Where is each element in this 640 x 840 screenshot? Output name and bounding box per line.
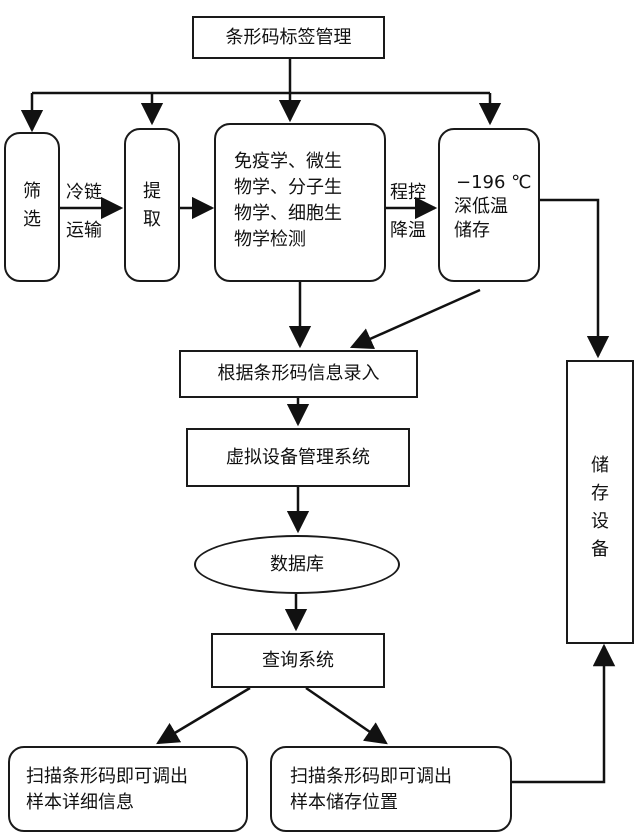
node-cryo-storage: −196 ℃ 深低温 储存 <box>438 128 540 282</box>
node-research: 免疫学、微生 物学、分子生 物学、细胞生 物学检测 <box>214 123 386 282</box>
node-scan-detail-line-1: 扫描条形码即可调出 <box>26 766 188 787</box>
edge-cryo-entry <box>349 288 481 350</box>
node-database: 数据库 <box>194 535 400 594</box>
node-barcode-management-label: 条形码标签管理 <box>225 26 352 48</box>
node-scan-detail-line-2: 样本详细信息 <box>26 792 134 813</box>
node-scan-location-line-2: 样本储存位置 <box>290 792 398 813</box>
edge-query-scan-detail <box>156 686 251 745</box>
node-screening-label: 筛选 <box>23 181 41 230</box>
node-barcode-entry-label: 根据条形码信息录入 <box>217 363 380 384</box>
node-storage-device-label: 储存设备 <box>591 455 609 560</box>
edge-label-program: 程控 <box>390 182 426 203</box>
node-virtual-system: 虚拟设备管理系统 <box>186 428 410 487</box>
node-barcode-management: 条形码标签管理 <box>192 16 385 59</box>
node-storage-device: 储存设备 <box>566 360 634 644</box>
node-scan-location-line-1: 扫描条形码即可调出 <box>290 766 452 787</box>
node-extraction: 提取 <box>124 128 180 282</box>
node-query-system: 查询系统 <box>211 633 385 688</box>
edge-label-cooling: 降温 <box>390 220 426 241</box>
node-query-system-label: 查询系统 <box>262 649 334 671</box>
node-research-line-2: 物学、分子生 <box>234 177 342 198</box>
node-cryo-line-3: 储存 <box>454 220 490 241</box>
node-virtual-system-label: 虚拟设备管理系统 <box>226 446 370 468</box>
node-extraction-label: 提取 <box>143 181 161 230</box>
node-scan-storage-location: 扫描条形码即可调出 样本储存位置 <box>270 746 512 832</box>
edge-scan-location-storage <box>512 643 616 784</box>
edge-cryo-storage <box>540 198 610 359</box>
node-database-label: 数据库 <box>270 553 324 575</box>
edge-label-cold-chain: 冷链 <box>66 182 102 203</box>
node-research-line-3: 物学、细胞生 <box>234 203 342 224</box>
node-cryo-line-2: 深低温 <box>454 196 508 217</box>
edge-query-scan-location <box>305 686 388 745</box>
node-barcode-entry: 根据条形码信息录入 <box>179 350 418 398</box>
node-scan-sample-detail: 扫描条形码即可调出 样本详细信息 <box>8 746 248 832</box>
node-research-line-4: 物学检测 <box>234 229 306 250</box>
node-research-line-1: 免疫学、微生 <box>234 151 342 172</box>
edge-label-transport: 运输 <box>66 220 102 241</box>
node-screening: 筛选 <box>4 132 60 282</box>
node-cryo-line-1: −196 ℃ <box>456 172 532 193</box>
